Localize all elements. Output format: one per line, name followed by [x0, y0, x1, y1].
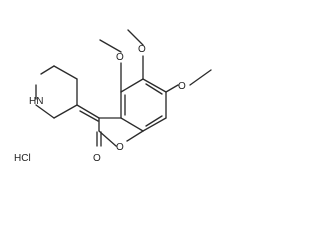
aromatic-ring [120, 78, 167, 132]
bond [142, 117, 167, 132]
salt-label: HCl [14, 153, 31, 164]
bond [40, 65, 55, 75]
bond [145, 115, 163, 127]
bond [53, 65, 78, 80]
piperidine-ring [35, 65, 100, 122]
ring-oxygen-label: O [116, 142, 124, 153]
bond [145, 83, 163, 95]
bond [76, 104, 100, 119]
bond [189, 69, 212, 86]
bond [165, 84, 179, 93]
bond [126, 130, 144, 142]
bond [79, 110, 99, 122]
bond [142, 78, 167, 93]
methoxy-groups [99, 29, 212, 93]
amine-label: HN [29, 96, 43, 107]
bond [53, 104, 78, 119]
carbonyl-oxygen-label: O [93, 153, 101, 164]
molecule-drawing: O O O O O HN HCl [14, 29, 212, 164]
oxygen-label: O [116, 52, 124, 63]
bond [99, 39, 122, 53]
lactone-ring [96, 117, 144, 147]
bond [120, 78, 144, 93]
bond [120, 117, 144, 132]
oxygen-label: O [138, 44, 146, 55]
bond [35, 104, 55, 119]
bond [127, 29, 144, 46]
bond [98, 130, 117, 147]
oxygen-label: O [178, 81, 186, 92]
chemical-structure-figure: O O O O O HN HCl [14, 29, 212, 164]
